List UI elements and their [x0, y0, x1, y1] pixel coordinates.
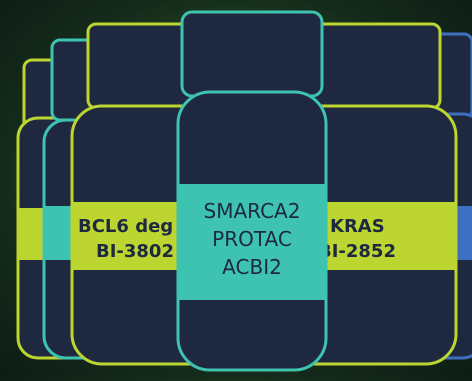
- kras-label-line2: BI-2852: [318, 241, 396, 262]
- smarca2-label-line2: PROTAC: [212, 227, 292, 251]
- smarca2-label-line1: SMARCA2: [204, 199, 301, 223]
- bcl6-label-line2: BI-3802: [96, 241, 174, 262]
- kras-label-line1: KRAS: [330, 216, 385, 237]
- bottle-smarca2: SMARCA2 PROTAC ACBI2: [176, 10, 328, 372]
- smarca2-label-line3: ACBI2: [222, 255, 282, 279]
- bcl6-label-line1: BCL6 deg: [78, 216, 173, 237]
